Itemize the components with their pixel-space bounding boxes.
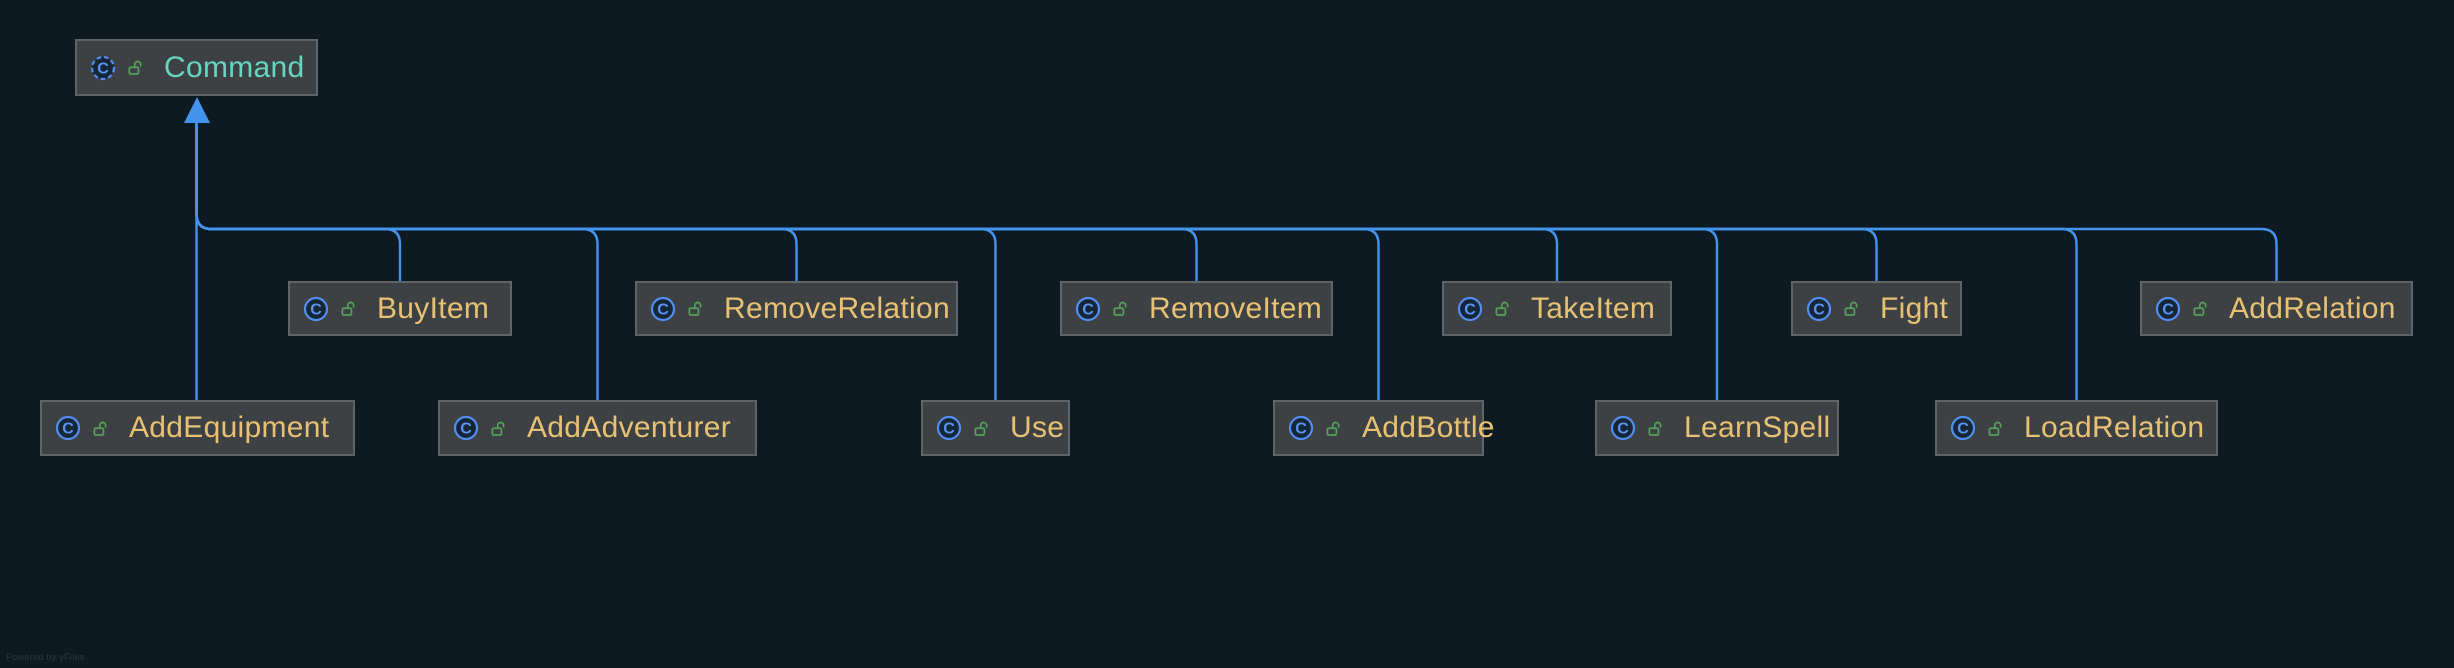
class-icon: C [1950,415,1976,441]
unlocked-icon [1843,300,1860,317]
class-name-label: Use [1010,411,1065,444]
class-icon: C [936,415,962,441]
svg-text:C: C [62,421,74,438]
inheritance-edge-buyitem [195,123,402,281]
class-node-learnspell[interactable]: C LearnSpell [1595,400,1839,456]
svg-text:C: C [460,421,472,438]
class-node-loadrelation[interactable]: C LoadRelation [1935,400,2218,456]
unlocked-icon [1647,420,1664,437]
inheritance-edge-learnspell [195,123,1719,400]
class-name-label: RemoveRelation [724,291,950,325]
unlocked-icon [1494,300,1511,317]
inheritance-edge-loadrelation [195,123,2078,400]
class-name-label: BuyItem [377,291,490,325]
svg-text:C: C [1295,421,1307,438]
class-icon: C [650,296,676,322]
class-node-use[interactable]: C Use [921,400,1070,456]
inheritance-edge-use [195,123,997,400]
class-icon: C [1610,415,1636,441]
class-node-removerelation[interactable]: C RemoveRelation [635,281,958,336]
class-icon: C [303,296,329,322]
class-icon: C [55,415,81,441]
svg-text:C: C [97,60,109,77]
class-node-buyitem[interactable]: C BuyItem [288,281,512,336]
class-icon: C [453,415,479,441]
class-name-label: LoadRelation [2024,411,2205,444]
svg-text:C: C [1464,301,1476,318]
class-icon: C [1457,296,1483,322]
class-node-addadventurer[interactable]: C AddAdventurer [438,400,757,456]
class-name-label: Command [164,50,305,84]
abstract-class-icon: C [90,55,116,81]
class-node-addrelation[interactable]: C AddRelation [2140,281,2413,336]
class-icon: C [1806,296,1832,322]
svg-text:C: C [1617,421,1629,438]
class-node-fight[interactable]: C Fight [1791,281,1962,336]
class-icon: C [1288,415,1314,441]
class-name-label: RemoveItem [1149,291,1323,325]
svg-text:C: C [310,301,322,318]
class-name-label: AddEquipment [129,411,330,444]
class-node-command[interactable]: C Command [75,39,318,96]
inheritance-edge-addadventurer [195,123,599,400]
svg-text:C: C [657,301,669,318]
unlocked-icon [1325,420,1342,437]
class-node-addequipment[interactable]: C AddEquipment [40,400,355,456]
unlocked-icon [490,420,507,437]
svg-text:C: C [943,421,955,438]
unlocked-icon [127,59,144,76]
unlocked-icon [1987,420,2004,437]
class-node-removeitem[interactable]: C RemoveItem [1060,281,1333,336]
unlocked-icon [340,300,357,317]
class-icon: C [1075,296,1101,322]
class-name-label: Fight [1880,291,1949,325]
class-name-label: LearnSpell [1684,411,1831,444]
svg-text:C: C [1082,301,1094,318]
inheritance-edge-removerelation [195,123,798,281]
class-name-label: AddRelation [2229,291,2396,325]
class-name-label: TakeItem [1531,291,1656,325]
yfiles-watermark: Powered by yFiles [6,652,85,662]
inheritance-edge-addbottle [195,123,1380,400]
class-icon: C [2155,296,2181,322]
unlocked-icon [2192,300,2209,317]
svg-text:C: C [2162,301,2174,318]
unlocked-icon [92,420,109,437]
inheritance-arrowhead [184,97,210,123]
inheritance-edge-fight [195,123,1878,281]
inheritance-edge-removeitem [195,123,1198,281]
svg-text:C: C [1957,421,1969,438]
class-node-takeitem[interactable]: C TakeItem [1442,281,1672,336]
svg-text:C: C [1813,301,1825,318]
class-node-addbottle[interactable]: C AddBottle [1273,400,1494,456]
inheritance-edge-addrelation [195,123,2278,281]
inheritance-edge-takeitem [195,123,1559,281]
unlocked-icon [687,300,704,317]
unlocked-icon [1112,300,1129,317]
class-name-label: AddAdventurer [527,411,732,444]
class-name-label: AddBottle [1362,411,1495,444]
unlocked-icon [973,420,990,437]
